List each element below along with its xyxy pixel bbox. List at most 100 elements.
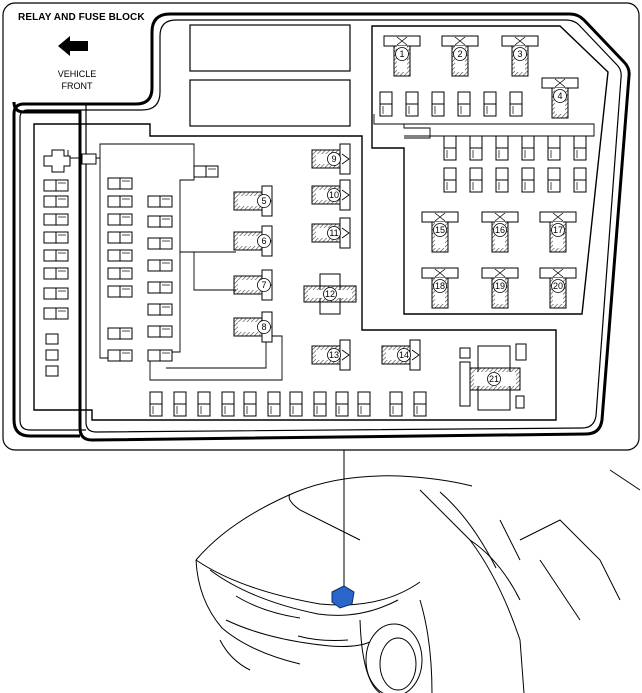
fuse-col2-8 bbox=[107, 349, 133, 362]
fuse-bottom-10 bbox=[389, 391, 403, 417]
fuse-left-4 bbox=[43, 249, 69, 262]
fuse-col3-4 bbox=[147, 281, 173, 294]
relay-number-6: 6 bbox=[261, 236, 266, 246]
relay-number-3: 3 bbox=[517, 49, 522, 59]
relay-18: 18 bbox=[421, 267, 459, 309]
fuse-bottom-7 bbox=[313, 391, 327, 417]
relay-2: 2 bbox=[441, 35, 479, 77]
relay-number-12: 12 bbox=[325, 289, 335, 299]
vehicle-front-arrow-icon bbox=[58, 36, 88, 56]
relay-4: 4 bbox=[541, 77, 579, 119]
fuse-upper-a-1 bbox=[405, 91, 419, 117]
fuse-left-6 bbox=[43, 287, 69, 300]
relay-number-4: 4 bbox=[557, 91, 562, 101]
fuse-upper-c-4 bbox=[547, 167, 561, 193]
relay-7: 7 bbox=[233, 269, 273, 301]
relay-5: 5 bbox=[233, 185, 273, 217]
relay-number-10: 10 bbox=[329, 190, 339, 200]
spare-slot-5 bbox=[459, 347, 471, 359]
top-compartment-1 bbox=[189, 24, 351, 72]
top-compartment-2 bbox=[189, 79, 351, 127]
relay-20: 20 bbox=[539, 267, 577, 309]
fuse-bottom-11 bbox=[413, 391, 427, 417]
fuse-bottom-6 bbox=[289, 391, 303, 417]
fuse-bottom-5 bbox=[267, 391, 281, 417]
fuse-col3-2 bbox=[147, 237, 173, 250]
fuse-upper-a-4 bbox=[483, 91, 497, 117]
relay-number-14: 14 bbox=[399, 350, 409, 360]
relay-10: 10 bbox=[311, 179, 351, 211]
vehicle-illustration bbox=[195, 469, 641, 693]
spare-slot-6 bbox=[515, 343, 527, 361]
fuse-bottom-8 bbox=[335, 391, 349, 417]
fuse-upper-c-3 bbox=[521, 167, 535, 193]
fuse-upper-a-5 bbox=[509, 91, 523, 117]
relay-15: 15 bbox=[421, 211, 459, 253]
relay-9: 9 bbox=[311, 143, 351, 175]
vehicle-front-line1: VEHICLE bbox=[57, 69, 97, 79]
connector-icon bbox=[43, 149, 71, 173]
left-subblock bbox=[33, 123, 557, 421]
fuse-col2-2 bbox=[107, 213, 133, 226]
fuse-bottom-9 bbox=[357, 391, 371, 417]
relay-number-11: 11 bbox=[329, 228, 338, 238]
relay-number-16: 16 bbox=[495, 225, 505, 235]
fuse-bottom-4 bbox=[243, 391, 257, 417]
fuse-col3-3 bbox=[147, 259, 173, 272]
vehicle-front-label: VEHICLE FRONT bbox=[42, 68, 112, 92]
fuse-col3-7 bbox=[147, 349, 173, 362]
fuse-col2-3 bbox=[107, 231, 133, 244]
fuse-left-1 bbox=[43, 195, 69, 208]
relay-number-9: 9 bbox=[331, 154, 336, 164]
relay-number-18: 18 bbox=[435, 281, 445, 291]
relay-11: 11 bbox=[311, 217, 351, 249]
fuse-col2-0 bbox=[107, 177, 133, 190]
relay-number-19: 19 bbox=[495, 281, 505, 291]
fuse-left-0 bbox=[43, 179, 69, 192]
relay-12: 12 bbox=[303, 273, 357, 315]
relay-8: 8 bbox=[233, 311, 273, 343]
fuse-left-7 bbox=[43, 307, 69, 320]
relay-19: 19 bbox=[481, 267, 519, 309]
fuse-block-location-marker bbox=[331, 585, 355, 609]
fuse-upper-a-0 bbox=[379, 91, 393, 117]
relay-3: 3 bbox=[501, 35, 539, 77]
fuse-upper-c-2 bbox=[495, 167, 509, 193]
spare-slot-1 bbox=[45, 333, 59, 345]
fuse-col4-0 bbox=[193, 165, 219, 178]
relay-14: 14 bbox=[381, 339, 421, 371]
fuse-upper-b-3 bbox=[521, 135, 535, 161]
relay-number-17: 17 bbox=[553, 225, 563, 235]
fuse-left-5 bbox=[43, 267, 69, 280]
relay-number-15: 15 bbox=[435, 225, 445, 235]
fuse-upper-b-4 bbox=[547, 135, 561, 161]
fuse-col2-6 bbox=[107, 285, 133, 298]
fuse-bottom-3 bbox=[221, 391, 235, 417]
fuse-col3-5 bbox=[147, 303, 173, 316]
vehicle-front-line2: FRONT bbox=[61, 81, 93, 91]
fuse-upper-b-5 bbox=[573, 135, 587, 161]
outer-frame bbox=[2, 2, 640, 451]
fuse-upper-c-0 bbox=[443, 167, 457, 193]
relay-number-1: 1 bbox=[399, 49, 404, 59]
relay-number-8: 8 bbox=[261, 322, 266, 332]
fuse-upper-c-5 bbox=[573, 167, 587, 193]
relay-number-5: 5 bbox=[261, 196, 266, 206]
fuse-left-3 bbox=[43, 231, 69, 244]
fuse-upper-c-1 bbox=[469, 167, 483, 193]
relay-21: 21 bbox=[459, 345, 525, 411]
fuse-col2-7 bbox=[107, 327, 133, 340]
fuse-col3-1 bbox=[147, 215, 173, 228]
fuse-bottom-1 bbox=[173, 391, 187, 417]
fuse-col2-1 bbox=[107, 195, 133, 208]
fuse-upper-b-0 bbox=[443, 135, 457, 161]
relay-17: 17 bbox=[539, 211, 577, 253]
relay-number-21: 21 bbox=[489, 374, 499, 384]
fuse-upper-b-2 bbox=[495, 135, 509, 161]
relay-16: 16 bbox=[481, 211, 519, 253]
diagram-title: RELAY AND FUSE BLOCK bbox=[18, 12, 145, 23]
fuse-col3-6 bbox=[147, 325, 173, 338]
fuse-bottom-0 bbox=[149, 391, 163, 417]
